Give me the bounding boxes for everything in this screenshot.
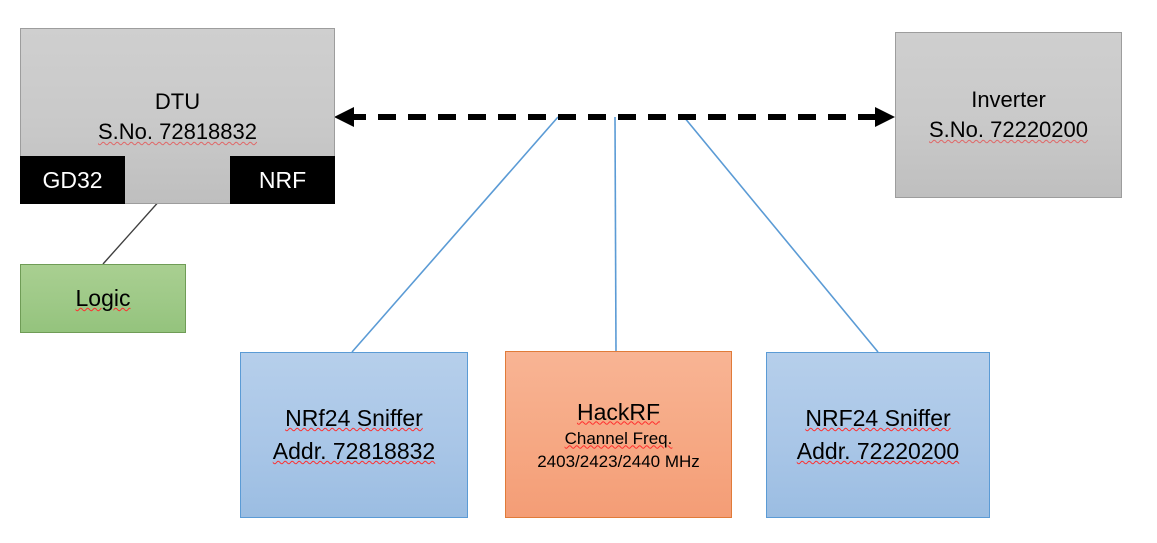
inverter-serial: S.No. 72220200	[928, 117, 1089, 142]
logic-label: Logic	[75, 285, 131, 311]
connector-sniffer-left-tap	[351, 116, 559, 353]
node-logic-analyzer[interactable]: Logic	[20, 264, 186, 333]
node-gd32[interactable]: GD32	[20, 156, 125, 204]
connector-hackrf-tap	[614, 116, 617, 353]
connector-sniffer-right-tap	[683, 116, 879, 353]
hackrf-frequencies: 2403/2423/2440 MHz	[537, 451, 700, 471]
inverter-title: Inverter	[971, 87, 1046, 112]
node-hackrf[interactable]: HackRF Channel Freq. 2403/2423/2440 MHz	[505, 351, 732, 518]
node-sniffer-right[interactable]: NRF24 Sniffer Addr. 72220200	[766, 352, 990, 518]
gd32-label: GD32	[42, 166, 103, 193]
sniffer-right-line2: Addr. 72220200	[796, 438, 960, 464]
sniffer-right-line1: NRF24 Sniffer	[805, 405, 951, 431]
node-inverter[interactable]: Inverter S.No. 72220200	[895, 32, 1122, 198]
dtu-title: DTU	[154, 89, 201, 114]
node-sniffer-left[interactable]: NRf24 Sniffer Addr. 72818832	[240, 352, 468, 518]
dtu-serial: S.No. 72818832	[97, 119, 258, 144]
connector-dtu-inverter-rf-link	[334, 107, 895, 127]
nrf-label: NRF	[258, 166, 307, 193]
sniffer-left-line1: NRf24 Sniffer	[285, 405, 423, 431]
node-nrf[interactable]: NRF	[230, 156, 335, 204]
hackrf-title: HackRF	[576, 398, 661, 425]
sniffer-left-line2: Addr. 72818832	[272, 438, 436, 464]
hackrf-subtitle: Channel Freq.	[564, 428, 673, 448]
